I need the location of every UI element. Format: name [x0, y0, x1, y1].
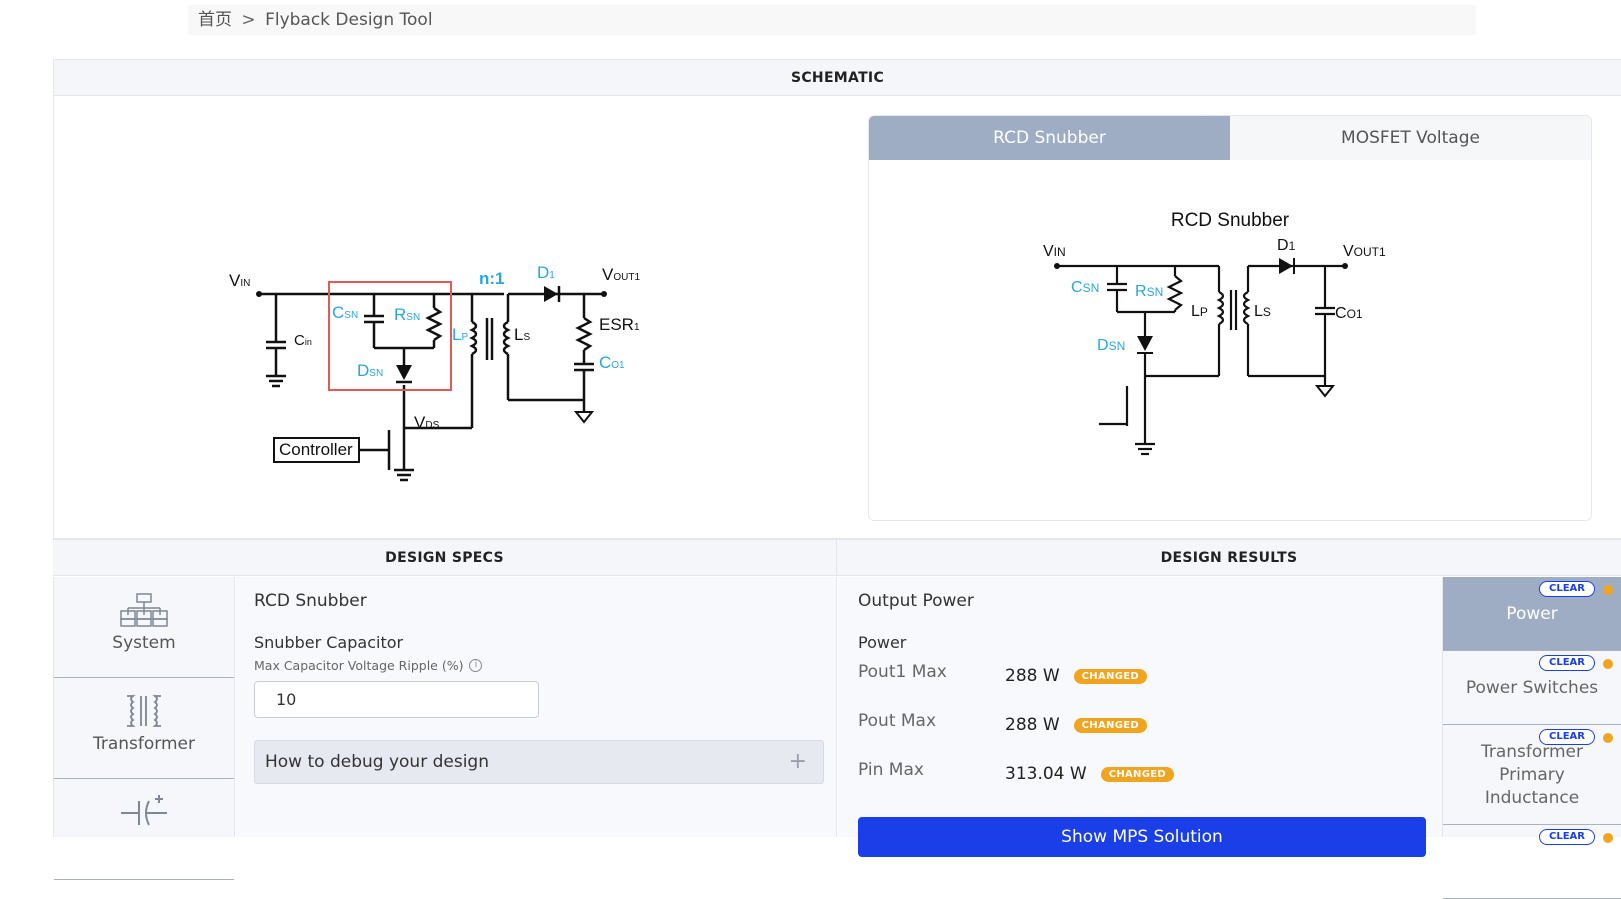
- svg-text:LP: LP: [1191, 303, 1208, 320]
- transformer-icon: [127, 695, 161, 727]
- result-value: 288 W: [1005, 715, 1060, 735]
- show-mps-solution-button[interactable]: Show MPS Solution: [858, 817, 1426, 857]
- svg-text:LS: LS: [1254, 303, 1271, 320]
- svg-text:CSN: CSN: [332, 303, 358, 322]
- ripple-hint: Max Capacitor Voltage Ripple (%) i: [254, 658, 818, 673]
- tab-mosfet-voltage[interactable]: MOSFET Voltage: [1230, 116, 1591, 160]
- capacitor-icon: [121, 795, 167, 826]
- changed-dot: [1603, 733, 1613, 743]
- breadcrumb-home-link[interactable]: 首页: [198, 10, 232, 30]
- svg-text:RSN: RSN: [394, 305, 420, 324]
- svg-text:D1: D1: [537, 263, 555, 282]
- svg-text:D1: D1: [1277, 237, 1296, 254]
- design-results-content: Output Power Power Pout1 Max 288 W CHANGE…: [838, 577, 1442, 857]
- results-nav-next[interactable]: CLEAR: [1443, 825, 1621, 899]
- flyback-schematic-diagram: Controller VIN Cin CSN RSN DSN LP LS n:1…: [229, 263, 640, 482]
- specs-section-title: RCD Snubber: [254, 591, 367, 611]
- rcd-snubber-diagram-title: RCD Snubber: [1170, 210, 1290, 231]
- result-label: Pout Max: [858, 711, 937, 731]
- svg-text:VIN: VIN: [1043, 243, 1066, 260]
- nav-label-transformer: Transformer: [92, 734, 195, 754]
- schematic-heading: SCHEMATIC: [54, 60, 1621, 96]
- result-label: Pin Max: [858, 760, 924, 780]
- svg-text:ESR1: ESR1: [599, 315, 640, 334]
- svg-text:CSN: CSN: [1071, 279, 1099, 296]
- system-tree-icon: [120, 593, 168, 627]
- result-value-wrap: 288 W CHANGED: [1005, 715, 1147, 735]
- ripple-input[interactable]: 10: [254, 681, 539, 718]
- svg-text:VOUT1: VOUT1: [1343, 243, 1386, 260]
- changed-dot: [1603, 585, 1613, 595]
- result-value: 288 W: [1005, 666, 1060, 686]
- results-nav-power-switches[interactable]: CLEAR Power Switches: [1443, 651, 1621, 725]
- results-nav-transformer-primary-inductance[interactable]: CLEAR Transformer Primary Inductance: [1443, 725, 1621, 825]
- debug-accordion-label: How to debug your design: [265, 752, 489, 772]
- design-specs-content: RCD Snubber Snubber Capacitor Max Capaci…: [236, 577, 837, 837]
- snubber-capacitor-label: Snubber Capacitor: [254, 633, 404, 652]
- result-row: Pout Max 288 W CHANGED: [858, 701, 1422, 750]
- schematic-detail-card: RCD Snubber MOSFET Voltage RCD Snubber: [868, 115, 1592, 521]
- results-nav-power[interactable]: CLEAR Power: [1443, 577, 1621, 651]
- results-section-title: Output Power: [858, 591, 974, 611]
- tab-rcd-snubber[interactable]: RCD Snubber: [869, 116, 1230, 160]
- expand-plus-icon: +: [788, 749, 807, 774]
- result-value-wrap: 313.04 W CHANGED: [1005, 764, 1174, 784]
- svg-text:CO1: CO1: [1335, 305, 1363, 322]
- results-nav-label: Power Switches: [1465, 678, 1599, 698]
- result-row: Pin Max 313.04 W CHANGED: [858, 750, 1422, 799]
- svg-text:CO1: CO1: [599, 353, 625, 372]
- svg-text:DSN: DSN: [357, 361, 383, 380]
- breadcrumb-current: Flyback Design Tool: [265, 10, 433, 30]
- changed-badge: CHANGED: [1100, 766, 1174, 782]
- svg-text:VDS: VDS: [414, 413, 440, 432]
- result-value-wrap: 288 W CHANGED: [1005, 666, 1147, 686]
- results-nav-label: Power: [1506, 604, 1558, 624]
- design-specs-heading: DESIGN SPECS: [53, 540, 837, 576]
- nav-item-capacitor[interactable]: [54, 779, 234, 880]
- nav-item-transformer[interactable]: Transformer: [54, 678, 234, 779]
- debug-accordion[interactable]: How to debug your design +: [254, 740, 824, 784]
- breadcrumb: 首页 > Flyback Design Tool: [188, 5, 1476, 35]
- clear-button[interactable]: CLEAR: [1539, 829, 1595, 845]
- svg-text:VIN: VIN: [229, 271, 250, 290]
- breadcrumb-separator: >: [241, 10, 256, 30]
- rcd-snubber-diagram: VIN CSN RSN DSN LP LS D1 VOUT1 CO1: [1043, 237, 1386, 456]
- results-nav: CLEAR Power CLEAR Power Switches CLEAR T…: [1442, 577, 1621, 899]
- schematic-panel: SCHEMATIC: [53, 59, 1621, 539]
- changed-badge: CHANGED: [1073, 717, 1147, 733]
- svg-text:Controller: Controller: [279, 440, 353, 459]
- nav-item-system[interactable]: System: [54, 577, 234, 678]
- ripple-hint-text: Max Capacitor Voltage Ripple (%): [254, 658, 464, 673]
- svg-text:Cin: Cin: [294, 332, 312, 349]
- design-results-heading: DESIGN RESULTS: [1160, 550, 1298, 566]
- svg-text:VOUT1: VOUT1: [602, 265, 640, 284]
- nav-label-system: System: [112, 633, 176, 653]
- svg-text:LP: LP: [452, 325, 468, 344]
- power-group-title: Power: [858, 633, 907, 652]
- schematic-tabs: RCD Snubber MOSFET Voltage: [869, 116, 1591, 160]
- svg-text:n:1: n:1: [479, 269, 505, 288]
- result-value: 313.04 W: [1005, 764, 1087, 784]
- changed-dot: [1603, 659, 1613, 669]
- result-label: Pout1 Max: [858, 662, 947, 682]
- result-row: Pout1 Max 288 W CHANGED: [858, 652, 1422, 701]
- design-specs-nav: System Transformer: [53, 577, 235, 880]
- svg-text:LS: LS: [514, 325, 530, 344]
- results-nav-label: Transformer Primary Inductance: [1480, 742, 1583, 808]
- lower-headings: DESIGN SPECS DESIGN RESULTS: [53, 539, 1621, 576]
- clear-button[interactable]: CLEAR: [1539, 581, 1595, 597]
- clear-button[interactable]: CLEAR: [1539, 729, 1595, 745]
- changed-badge: CHANGED: [1073, 668, 1147, 684]
- svg-text:DSN: DSN: [1097, 337, 1125, 354]
- svg-text:RSN: RSN: [1135, 283, 1163, 300]
- info-icon[interactable]: i: [469, 659, 483, 672]
- clear-button[interactable]: CLEAR: [1539, 655, 1595, 671]
